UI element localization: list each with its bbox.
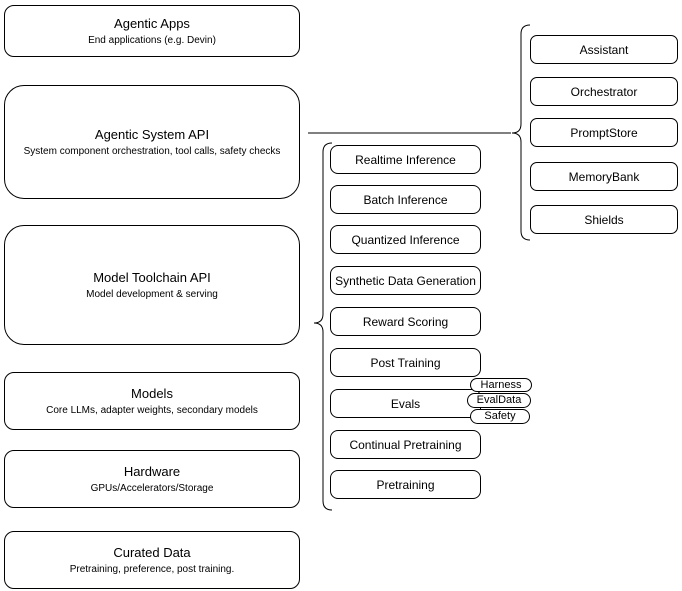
node-label: Realtime Inference [355, 152, 456, 167]
node-models: Models Core LLMs, adapter weights, secon… [4, 372, 300, 430]
node-quantized-inference: Quantized Inference [330, 225, 481, 254]
node-label: Pretraining [376, 477, 435, 492]
node-shields: Shields [530, 205, 678, 234]
node-batch-inference: Batch Inference [330, 185, 481, 214]
node-label: MemoryBank [568, 169, 640, 184]
pill-label: Safety [484, 410, 516, 422]
node-label: Batch Inference [363, 192, 448, 207]
node-label: PromptStore [570, 125, 638, 140]
node-title: Models [131, 385, 173, 401]
node-label: Assistant [579, 42, 629, 57]
node-hardware: Hardware GPUs/Accelerators/Storage [4, 450, 300, 508]
node-agentic-system-api: Agentic System API System component orch… [4, 85, 300, 199]
node-promptstore: PromptStore [530, 118, 678, 147]
node-title: Agentic Apps [114, 15, 190, 31]
node-evals: Evals [330, 389, 481, 418]
pill-label: Harness [480, 378, 522, 391]
node-label: Evals [390, 396, 421, 411]
node-memorybank: MemoryBank [530, 162, 678, 191]
node-subtitle: End applications (e.g. Devin) [88, 34, 216, 46]
pill-harness: Harness [470, 378, 532, 392]
node-label: Continual Pretraining [349, 437, 462, 452]
node-subtitle: GPUs/Accelerators/Storage [90, 482, 214, 494]
node-subtitle: Core LLMs, adapter weights, secondary mo… [46, 404, 258, 416]
node-continual-pretraining: Continual Pretraining [330, 430, 481, 459]
node-label: Reward Scoring [362, 314, 449, 329]
node-title: Curated Data [113, 544, 191, 560]
node-curated-data: Curated Data Pretraining, preference, po… [4, 531, 300, 589]
node-label: Orchestrator [570, 84, 638, 99]
node-label: Quantized Inference [351, 232, 460, 247]
node-reward-scoring: Reward Scoring [330, 307, 481, 336]
node-title: Agentic System API [94, 126, 210, 142]
node-synthetic-data-generation: Synthetic Data Generation [330, 266, 481, 295]
node-label: Synthetic Data Generation [335, 273, 476, 288]
node-realtime-inference: Realtime Inference [330, 145, 481, 174]
pill-safety: Safety [470, 409, 530, 424]
curly-brace-system-components [511, 24, 531, 241]
node-label: Shields [584, 212, 624, 227]
node-subtitle: Pretraining, preference, post training. [69, 563, 235, 575]
node-title: Model Toolchain API [93, 269, 211, 285]
pill-label: EvalData [476, 394, 522, 406]
node-model-toolchain-api: Model Toolchain API Model development & … [4, 225, 300, 345]
node-title: Hardware [123, 463, 181, 479]
pill-evaldata: EvalData [467, 393, 531, 408]
node-post-training: Post Training [330, 348, 481, 377]
node-pretraining: Pretraining [330, 470, 481, 499]
node-orchestrator: Orchestrator [530, 77, 678, 106]
node-assistant: Assistant [530, 35, 678, 64]
node-subtitle: Model development & serving [86, 288, 218, 300]
node-label: Post Training [370, 355, 441, 370]
node-subtitle: System component orchestration, tool cal… [23, 145, 281, 157]
node-agentic-apps: Agentic Apps End applications (e.g. Devi… [4, 5, 300, 57]
